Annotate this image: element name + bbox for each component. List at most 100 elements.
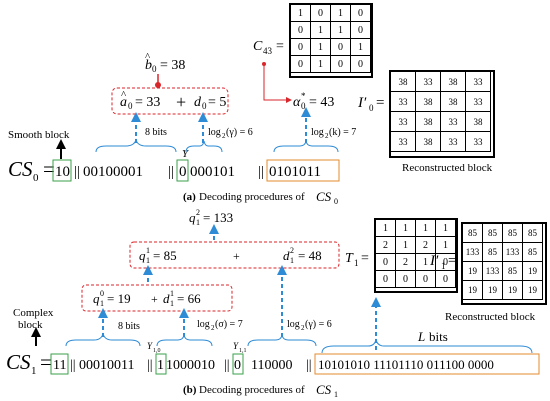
c43-cell: 0	[310, 4, 331, 22]
svg-text:Decoding procedures of: Decoding procedures of	[199, 384, 305, 396]
c43-cell: 1	[310, 21, 331, 39]
c43-cell: 1	[310, 38, 331, 56]
a0-label: ^ a 0 = 33	[120, 89, 160, 111]
svg-text:1: 1	[146, 256, 150, 265]
svg-text:2: 2	[325, 132, 329, 140]
t1-cell: 2	[395, 253, 416, 271]
i1-cell: 85	[482, 223, 503, 243]
svg-text:2: 2	[222, 132, 226, 140]
t1-cell: 1	[415, 219, 436, 237]
svg-text:=: =	[276, 39, 284, 54]
t1-cell: 1	[435, 219, 456, 237]
caption-b: (b) Decoding procedures of CS 1	[183, 382, 338, 399]
svg-text:0: 0	[334, 197, 338, 206]
svg-text:= 5: = 5	[208, 95, 226, 110]
cs0-seg5: 0101011	[269, 164, 321, 180]
svg-text:0: 0	[100, 289, 104, 298]
svg-text:0: 0	[202, 101, 207, 111]
svg-text:1: 1	[100, 299, 104, 308]
c43-cell: 1	[310, 55, 331, 73]
i1-cell: 85	[462, 223, 483, 243]
cs0-sep2: ||	[168, 164, 174, 180]
svg-text:2: 2	[211, 324, 215, 332]
svg-text:d: d	[194, 95, 202, 110]
a0-d0-box	[111, 87, 229, 115]
c43-cell: 1	[330, 4, 351, 22]
svg-text:α: α	[293, 95, 301, 110]
svg-text:1: 1	[196, 218, 200, 227]
seg-box-green-a	[52, 159, 72, 182]
svg-text:I′: I′	[357, 95, 367, 111]
svg-text:(k) = 7: (k) = 7	[329, 127, 356, 138]
svg-text:= 66: = 66	[177, 291, 201, 306]
cs0-label: CS 0 =	[8, 157, 55, 184]
smooth-block-label: Smooth block	[8, 129, 70, 141]
i0-label: I′ 0 =	[357, 95, 384, 113]
seg-box-green-b2	[155, 353, 167, 375]
c43-cell: 0	[290, 55, 311, 73]
log-gamma-label-b: log 2 (γ) = 6	[287, 319, 332, 332]
svg-text:log: log	[311, 127, 324, 138]
caption-a: (a) Decoding procedures of CS 0	[183, 189, 338, 206]
d0-label: d 0 = 5	[194, 95, 226, 111]
svg-text:1: 1	[31, 365, 37, 377]
svg-text:= 19: = 19	[107, 291, 131, 306]
i1-cell: 85	[502, 261, 523, 281]
i1-cell: 133	[462, 242, 483, 262]
svg-text:= 38: = 38	[160, 58, 185, 73]
cs1-label: CS 1 =	[6, 350, 52, 377]
i0-cell: 33	[465, 91, 491, 112]
svg-text:0: 0	[301, 101, 306, 111]
svg-text:(γ) = 6: (γ) = 6	[305, 319, 332, 330]
svg-text:q: q	[139, 248, 146, 263]
d0b-label: d 1 1 = 66	[163, 289, 201, 308]
i1-cell: 85	[502, 223, 523, 243]
t1-cell: 0	[435, 270, 456, 288]
t1-cell: 2	[415, 236, 436, 254]
t1-cell: 1	[415, 253, 436, 271]
brace-8bits-a	[95, 138, 177, 153]
seg-box-orange-a	[266, 159, 340, 182]
bits8-label-a: 8 bits	[145, 127, 167, 138]
svg-text:=: =	[376, 95, 384, 111]
svg-text:(γ) = 6: (γ) = 6	[226, 127, 253, 138]
i0-cell: 38	[440, 71, 466, 92]
reconstructed-label-a: Reconstructed block	[402, 162, 493, 174]
svg-text:2: 2	[301, 324, 305, 332]
svg-text:T: T	[345, 251, 354, 266]
i1-cell: 19	[522, 261, 543, 281]
i0-cell: 33	[465, 131, 491, 152]
t1-cell: 0	[435, 253, 456, 271]
bits8-label-b: 8 bits	[118, 321, 140, 332]
cs1-sep3: ||	[224, 358, 230, 373]
cs1-seg7: 10101010 11101110 011100 0000	[318, 357, 494, 372]
cs1-seg4: 1000010	[166, 358, 215, 373]
c43-cell: 0	[350, 21, 371, 39]
brace-log-k-a	[273, 140, 339, 153]
log-gamma-label-a: log 2 (γ) = 6	[208, 127, 253, 140]
t1-label: T 1 =	[345, 251, 369, 268]
svg-text:q: q	[93, 291, 100, 306]
i0-cell: 38	[465, 111, 491, 132]
svg-text:0: 0	[128, 101, 133, 111]
cs0-seg1: 10	[55, 164, 70, 180]
plus-sign-b1: +	[233, 249, 240, 263]
i1-cell: 19	[462, 261, 483, 281]
brace-log-sigma-b	[156, 334, 213, 347]
svg-text:CS: CS	[8, 157, 33, 181]
c43-connector	[263, 64, 290, 101]
brace-log-gamma-a	[185, 140, 223, 153]
cs1-sep4: ||	[306, 358, 312, 373]
svg-text:2: 2	[290, 246, 294, 255]
i1-cell: 19	[522, 280, 543, 300]
